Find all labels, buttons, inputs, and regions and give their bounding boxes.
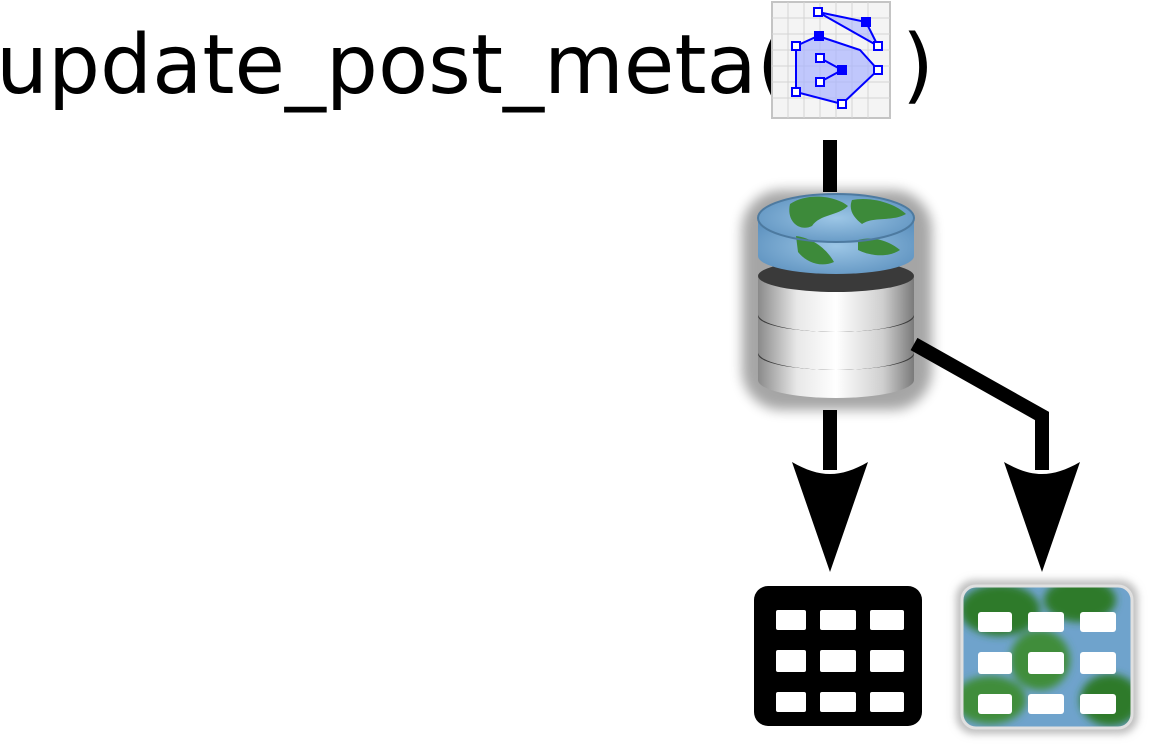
closing-paren: )	[902, 18, 934, 113]
table-grid-icon	[754, 586, 922, 726]
function-call-text: update_post_meta(	[0, 18, 789, 114]
input-connector	[823, 140, 837, 192]
map-table-grid-icon	[956, 580, 1138, 734]
function-name: update_post_meta(	[0, 18, 789, 113]
polygon-vector-icon	[771, 1, 891, 119]
globe-database-icon	[742, 190, 932, 410]
arrow-to-table	[792, 410, 868, 572]
arrow-to-map-table	[910, 337, 1080, 572]
